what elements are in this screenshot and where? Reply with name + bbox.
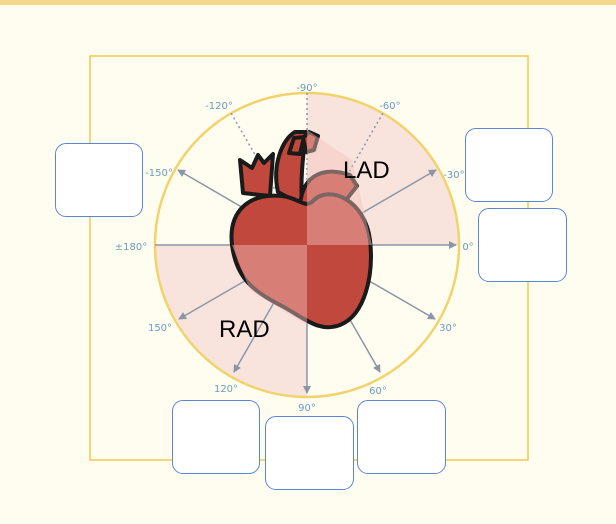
answer-box-bottom-center[interactable] <box>265 416 354 490</box>
axis-label-180: ±180° <box>115 242 147 253</box>
answer-box-right-top[interactable] <box>465 128 553 202</box>
axis-label-150: 150° <box>148 323 172 334</box>
lad-overlay <box>307 130 372 245</box>
rad-overlay <box>232 245 307 325</box>
answer-box-right-bottom[interactable] <box>478 208 567 282</box>
answer-box-left[interactable] <box>55 143 143 217</box>
lad-label: LAD <box>343 157 390 184</box>
axis-label-0: 0° <box>462 242 473 253</box>
axis-label-neg90: -90° <box>296 83 317 94</box>
axis-label-neg120: -120° <box>205 101 233 112</box>
heart-icon <box>229 130 373 330</box>
axis-label-30: 30° <box>439 323 457 334</box>
axis-label-60: 60° <box>369 386 387 397</box>
axis-label-120: 120° <box>214 384 238 395</box>
answer-box-bottom-right[interactable] <box>357 400 446 474</box>
axis-label-neg150: -150° <box>145 168 173 179</box>
answer-box-bottom-left[interactable] <box>172 400 260 474</box>
axis-label-neg30: -30° <box>443 170 464 181</box>
axis-label-neg60: -60° <box>379 101 400 112</box>
top-border-strip <box>0 0 616 5</box>
rad-label: RAD <box>219 316 270 343</box>
axis-label-90: 90° <box>298 403 316 414</box>
